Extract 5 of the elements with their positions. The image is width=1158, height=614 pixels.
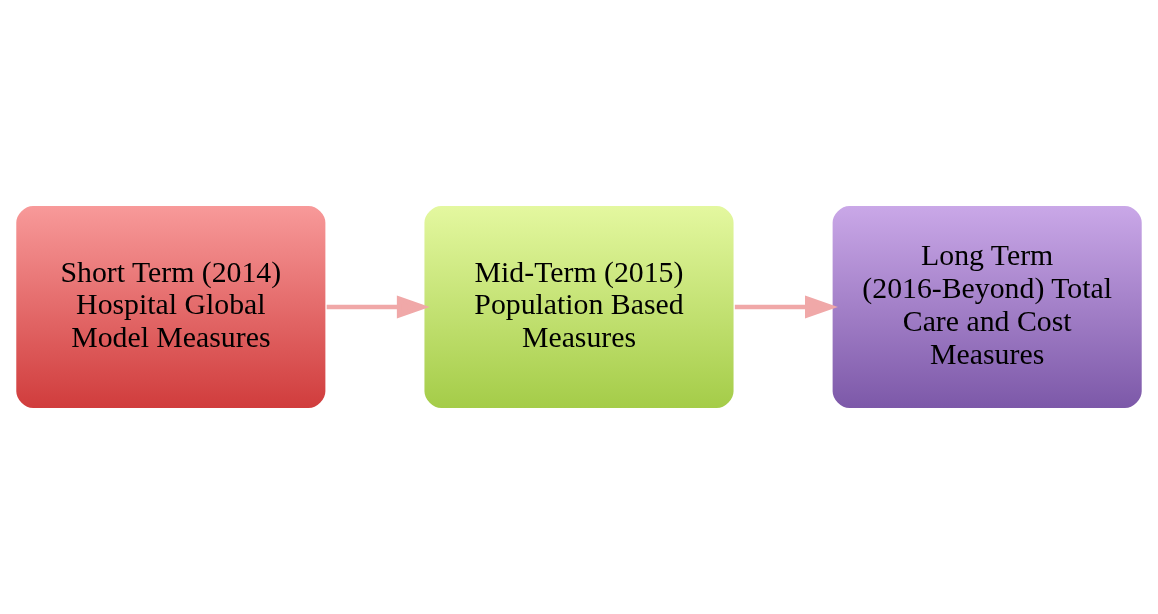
- node-box: Long Term (2016-Beyond) Total Care and Cost Measures: [830, 203, 1144, 411]
- arrow: [326, 295, 430, 319]
- node-box: Short Term (2014) Hospital Global Model Measures: [14, 203, 328, 411]
- arrow: [734, 295, 838, 319]
- node-box: Mid-Term (2015) Population Based Measures: [422, 203, 736, 411]
